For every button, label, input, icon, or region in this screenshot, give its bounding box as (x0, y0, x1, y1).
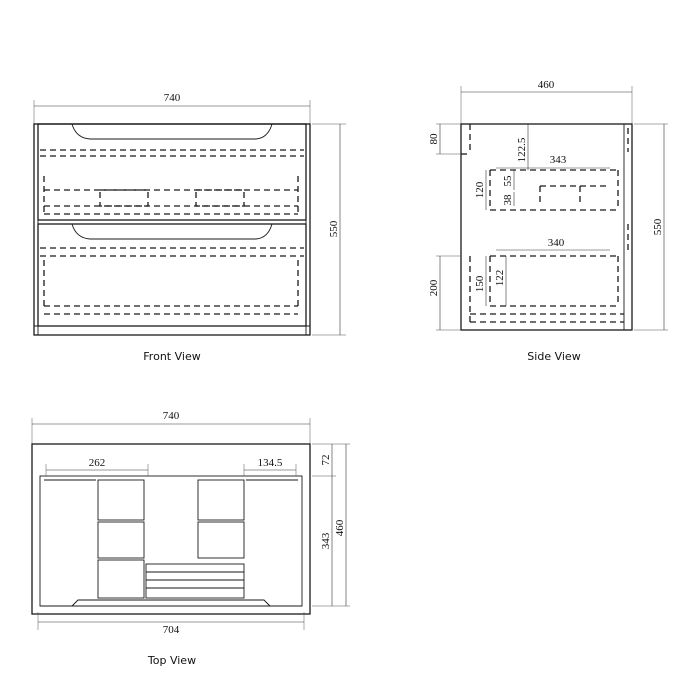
side-bottom-drawer-height-label: 150 (474, 275, 486, 292)
front-bottom-handle (71, 223, 273, 240)
front-width-label: 740 (164, 92, 181, 104)
top-inner-carcass (39, 475, 303, 607)
side-top-drawer-depth-label: 343 (550, 154, 567, 166)
top-view-caption: Top View (147, 654, 196, 667)
top-back-gap-label: 72 (320, 455, 332, 466)
side-top-drawer-height-label: 120 (474, 181, 486, 198)
top-left-compartment-c (97, 559, 145, 599)
front-view: 740 550 Front View (33, 92, 346, 363)
top-depth-label: 460 (334, 519, 346, 536)
front-top-inner-tray (99, 189, 149, 207)
side-view: 460 550 80 122.5 343 120 55 (428, 79, 668, 363)
side-drawer-top-label: 122.5 (516, 137, 528, 162)
top-drawer-depth-label: 343 (320, 532, 332, 549)
top-left-compartment-b (97, 521, 145, 559)
side-top-inner-label: 55 (502, 175, 514, 187)
side-height-label: 550 (652, 218, 664, 235)
front-view-caption: Front View (143, 350, 200, 363)
side-bottom-inner-label: 122 (494, 270, 506, 287)
top-left-compartment-a (97, 479, 145, 521)
side-base-label: 200 (428, 279, 440, 296)
front-top-drawer (37, 123, 307, 221)
side-cabinet-outline (460, 123, 633, 331)
side-depth-label: 460 (538, 79, 555, 91)
top-right-compartment-a (197, 479, 245, 521)
top-inner-width-label: 704 (163, 624, 180, 636)
front-top-inner-tray-right (195, 189, 245, 207)
side-top-small-label: 38 (502, 194, 514, 206)
top-right-offset-label: 134.5 (258, 457, 283, 469)
top-left-drawer-label: 262 (89, 457, 106, 469)
top-width-label: 740 (163, 410, 180, 422)
top-center-tray (145, 563, 245, 599)
top-right-compartment-b (197, 521, 245, 559)
side-view-caption: Side View (527, 350, 580, 363)
top-cabinet-outline (31, 443, 311, 615)
side-bottom-drawer-depth-label: 340 (548, 237, 565, 249)
top-view: 740 262 134.5 704 (31, 410, 350, 667)
front-height-label: 550 (328, 220, 340, 237)
side-top-gap-label: 80 (428, 133, 440, 145)
front-top-handle (71, 123, 273, 140)
